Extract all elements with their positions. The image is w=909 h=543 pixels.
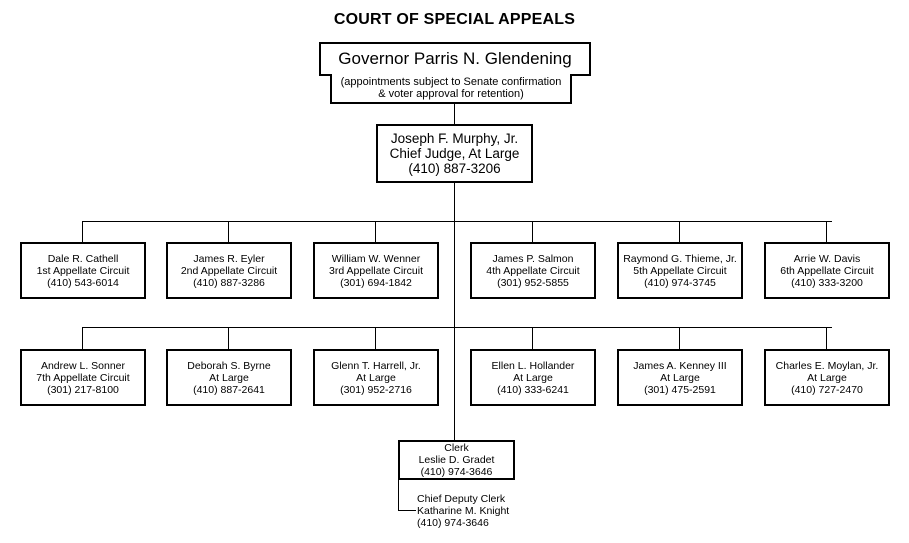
connector-clerk-deputy-horizontal	[398, 510, 416, 511]
connector-main-trunk	[454, 183, 455, 440]
judge-role: 2nd Appellate Circuit	[180, 264, 278, 277]
judge-box: Glenn T. Harrell, Jr.At Large(301) 952-2…	[313, 349, 439, 406]
chart-title: COURT OF SPECIAL APPEALS	[333, 11, 576, 28]
clerk-phone: (410) 974-3646	[420, 466, 493, 478]
judge-role: 1st Appellate Circuit	[36, 264, 130, 277]
judge-phone: (301) 217-8100	[47, 383, 119, 396]
deputy-clerk-name: Katharine M. Knight	[417, 505, 510, 517]
judge-phone: (410) 333-3200	[791, 276, 863, 289]
deputy-clerk-phone: (410) 974-3646	[417, 517, 489, 529]
judge-name: William W. Wenner	[331, 252, 421, 265]
appointment-note-line2: & voter approval for retention)	[378, 88, 524, 100]
judge-role: 3rd Appellate Circuit	[329, 264, 423, 277]
connector-row2-horizontal	[83, 327, 832, 328]
judge-name: James P. Salmon	[492, 252, 574, 265]
judge-phone: (410) 333-6241	[497, 383, 569, 396]
judge-box: Charles E. Moylan, Jr.At Large(410) 727-…	[764, 349, 890, 406]
judge-role: 4th Appellate Circuit	[486, 264, 580, 277]
judge-name: James A. Kenney III	[633, 359, 727, 372]
deputy-clerk-role: Chief Deputy Clerk	[417, 493, 506, 505]
judge-name: Deborah S. Byrne	[187, 359, 271, 372]
judge-phone: (410) 727-2470	[791, 383, 863, 396]
chief-judge-box: Joseph F. Murphy, Jr. Chief Judge, At La…	[376, 124, 533, 183]
judge-phone: (410) 974-3745	[644, 276, 716, 289]
governor-name: Governor Parris N. Glendening	[338, 49, 572, 68]
connector-clerk-deputy-vertical	[398, 480, 399, 511]
connector-judge-stub	[375, 327, 376, 349]
judge-phone: (410) 887-3286	[193, 276, 265, 289]
chief-judge-phone: (410) 887-3206	[408, 161, 501, 176]
connector-judge-stub	[826, 221, 827, 242]
judge-name: James R. Eyler	[193, 252, 265, 265]
connector-judge-stub	[228, 327, 229, 349]
judge-name: Arrie W. Davis	[793, 252, 861, 265]
connector-governor-chief	[454, 104, 455, 124]
appointment-note-box: (appointments subject to Senate confirma…	[330, 74, 572, 104]
judge-role: 5th Appellate Circuit	[633, 264, 727, 277]
judge-name: Charles E. Moylan, Jr.	[775, 359, 879, 372]
judge-name: Raymond G. Thieme, Jr.	[623, 252, 737, 265]
judge-phone: (410) 887-2641	[193, 383, 265, 396]
clerk-box: Clerk Leslie D. Gradet (410) 974-3646	[398, 440, 515, 480]
governor-box: Governor Parris N. Glendening	[319, 42, 591, 76]
judge-phone: (301) 475-2591	[644, 383, 716, 396]
connector-judge-stub	[679, 221, 680, 242]
judge-role: At Large	[209, 371, 249, 384]
judge-name: Glenn T. Harrell, Jr.	[331, 359, 421, 372]
clerk-role: Clerk	[444, 442, 469, 454]
connector-judge-stub	[82, 327, 83, 349]
judge-role: 6th Appellate Circuit	[780, 264, 874, 277]
connector-judge-stub	[532, 327, 533, 349]
chief-judge-role: Chief Judge, At Large	[389, 146, 520, 161]
judge-name: Dale R. Cathell	[47, 252, 119, 265]
connector-judge-stub	[82, 221, 83, 242]
judge-role: At Large	[513, 371, 553, 384]
connector-judge-stub	[532, 221, 533, 242]
judge-phone: (410) 543-6014	[47, 276, 119, 289]
connector-judge-stub	[375, 221, 376, 242]
judge-phone: (301) 952-5855	[497, 276, 569, 289]
judge-name: Ellen L. Hollander	[491, 359, 575, 372]
deputy-clerk-text: Chief Deputy Clerk Katharine M. Knight (…	[417, 493, 509, 529]
judge-phone: (301) 694-1842	[340, 276, 412, 289]
connector-row1-horizontal	[83, 221, 832, 222]
judge-role: At Large	[660, 371, 700, 384]
connector-judge-stub	[228, 221, 229, 242]
connector-judge-stub	[826, 327, 827, 349]
chief-judge-name: Joseph F. Murphy, Jr.	[390, 131, 519, 146]
judge-name: Andrew L. Sonner	[40, 359, 126, 372]
appointment-note-line1: (appointments subject to Senate confirma…	[340, 76, 562, 88]
judge-role: At Large	[356, 371, 396, 384]
judge-box: Raymond G. Thieme, Jr.5th Appellate Circ…	[617, 242, 743, 299]
judge-role: At Large	[807, 371, 847, 384]
clerk-name: Leslie D. Gradet	[418, 454, 495, 466]
judge-phone: (301) 952-2716	[340, 383, 412, 396]
judge-role: 7th Appellate Circuit	[36, 371, 130, 384]
connector-judge-stub	[679, 327, 680, 349]
